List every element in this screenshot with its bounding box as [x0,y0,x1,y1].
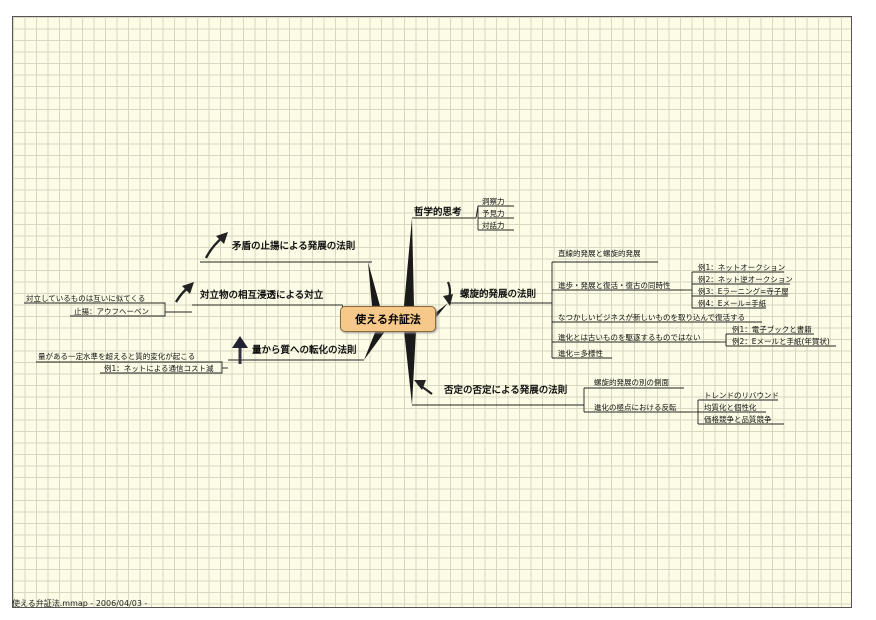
subtopic[interactable]: 直線的発展と螺旋的発展 [558,249,641,258]
subtopic[interactable]: 進歩・発展と復活・復古の同時性 [558,281,671,290]
topic-spiral[interactable]: 螺旋的発展の法則 [460,289,537,300]
topic-interpenetration[interactable]: 対立物の相互浸透による対立 [200,290,324,301]
subtopic[interactable]: 例1：ネットオークション [698,263,786,272]
subtopic[interactable]: 進化の極点における反転 [594,403,677,412]
subtopic[interactable]: 例1：電子ブックと書籍 [732,325,812,334]
subtopic[interactable]: 止揚：アウフヘーベン [74,307,149,316]
subtopic[interactable]: なつかしいビジネスが新しいものを取り込んで復活する [558,313,746,322]
topic-contradiction[interactable]: 矛盾の止揚による発展の法則 [232,241,356,252]
subtopic[interactable]: 螺旋的発展の別の側面 [594,378,669,387]
arrow-icon [174,232,453,395]
subtopic[interactable]: 対立しているものは互いに似てくる [26,294,146,303]
subtopic[interactable]: 対話力 [482,221,505,230]
subtopic[interactable]: 例4：Eメール=手紙 [698,299,767,308]
subtopic[interactable]: 価格競争と品質競争 [704,415,772,424]
subtopic[interactable]: 予見力 [482,209,505,218]
subtopic[interactable]: 均質化と個性化 [704,403,757,412]
topic-negation[interactable]: 否定の否定による発展の法則 [444,385,568,396]
subtopic[interactable]: 洞察力 [482,197,505,206]
subtopic[interactable]: 例2：Eメールと手紙(年賀状) [732,337,830,346]
subtopic[interactable]: 進化とは古いものを駆逐するものではない [558,333,701,342]
topic-philosophy[interactable]: 哲学的思考 [414,207,462,218]
subtopic[interactable]: 進化＝多様性 [558,349,603,358]
central-topic[interactable]: 使える弁証法 [340,306,436,332]
subtopic[interactable]: 例1：ネットによる通信コスト減 [104,364,214,373]
footer-filename: 使える弁証法.mmap - 2006/04/03 - [12,599,148,608]
subtopic[interactable]: 例3：Eラーニング=寺子屋 [698,287,789,296]
subtopic[interactable]: 例2：ネット逆オークション [698,275,793,284]
topic-quantity-quality[interactable]: 量から質への転化の法則 [252,345,357,356]
subtopic[interactable]: 量がある一定水準を超えると質的変化が起こる [38,352,196,361]
subtopic[interactable]: トレンドのリバウンド [704,391,779,400]
